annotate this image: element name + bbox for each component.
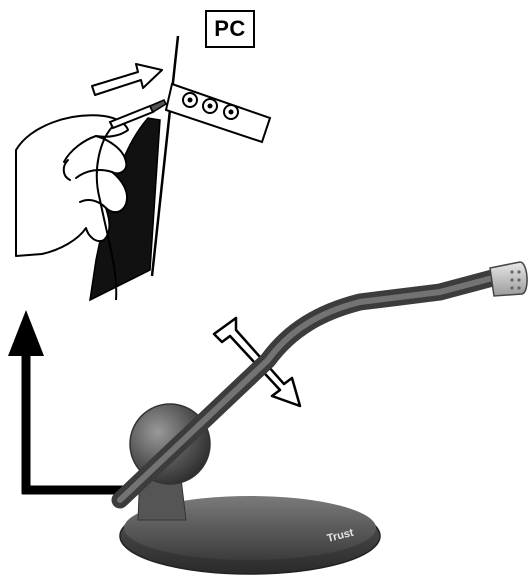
insert-arrow-icon xyxy=(92,64,162,95)
audio-port-2 xyxy=(203,99,217,113)
microphone-illustration: Trust xyxy=(120,262,527,574)
pc-port-strip xyxy=(166,84,270,142)
audio-port-3 xyxy=(224,105,238,119)
direction-arrow-icon xyxy=(8,310,130,494)
audio-port-1 xyxy=(183,93,197,107)
pc-label: PC xyxy=(214,16,246,42)
pc-connection-drawing xyxy=(16,36,270,300)
mic-head xyxy=(490,262,527,296)
pc-label-box: PC xyxy=(205,10,255,48)
